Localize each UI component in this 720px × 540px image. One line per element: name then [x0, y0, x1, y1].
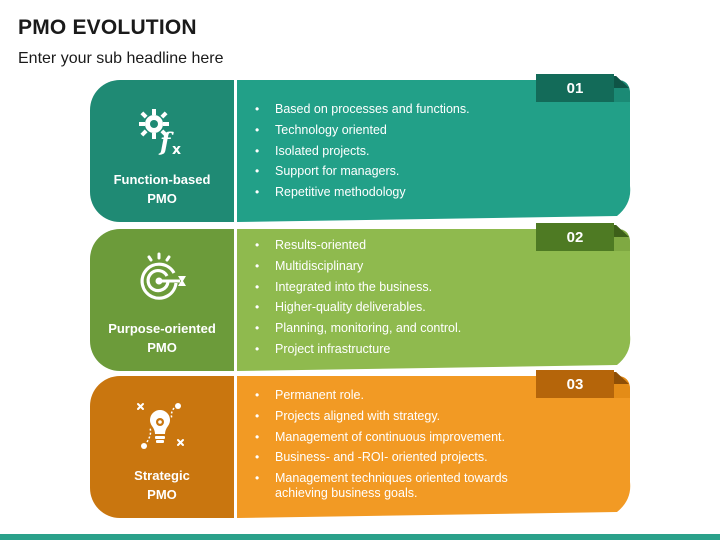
gear-fx-icon: f x — [132, 100, 192, 160]
stage-2-item-list: Results-oriented Multidisciplinary Integ… — [255, 238, 555, 363]
list-item: Integrated into the business. — [255, 280, 555, 295]
stage-1-label-block: f x Function-based PMO — [90, 80, 234, 222]
stage-2-content-panel: 02 Results-oriented Multidisciplinary In… — [237, 223, 632, 371]
pmo-stage-1: f x Function-based PMO 01 Based on proce… — [0, 74, 720, 222]
stage-1-content-panel: 01 Based on processes and functions. Tec… — [237, 74, 632, 222]
stage-1-subtitle: PMO — [147, 191, 177, 206]
list-item: Results-oriented — [255, 238, 555, 253]
list-item: Support for managers. — [255, 164, 555, 179]
list-item: Permanent role. — [255, 388, 555, 403]
list-item: Management techniques oriented towards a… — [255, 471, 555, 501]
target-arrow-icon — [132, 249, 192, 309]
stage-3-content-panel: 03 Permanent role. Projects aligned with… — [237, 370, 632, 518]
list-item: Project infrastructure — [255, 342, 555, 357]
list-item: Planning, monitoring, and control. — [255, 321, 555, 336]
list-item: Higher-quality deliverables. — [255, 300, 555, 315]
svg-text:f: f — [158, 127, 174, 156]
page-title: PMO EVOLUTION — [18, 16, 197, 39]
stage-3-item-list: Permanent role. Projects aligned with st… — [255, 388, 555, 507]
stage-2-title: Purpose-oriented — [108, 321, 216, 336]
list-item: Multidisciplinary — [255, 259, 555, 274]
list-item: Management of continuous improvement. — [255, 430, 555, 445]
list-item: Repetitive methodology — [255, 185, 555, 200]
svg-text:x: x — [172, 142, 181, 158]
stage-1-number-badge: 01 — [536, 74, 614, 102]
stage-3-label-block: Strategic PMO — [90, 376, 234, 518]
list-item: Technology oriented — [255, 123, 555, 138]
stage-1-item-list: Based on processes and functions. Techno… — [255, 102, 555, 206]
list-item: Isolated projects. — [255, 144, 555, 159]
list-item: Based on processes and functions. — [255, 102, 555, 117]
pmo-stage-2: Purpose-oriented PMO 02 Results-oriented… — [0, 223, 720, 371]
list-item: Business- and -ROI- oriented projects. — [255, 450, 555, 465]
stage-2-subtitle: PMO — [147, 340, 177, 355]
stage-3-subtitle: PMO — [147, 487, 177, 502]
stage-2-label-block: Purpose-oriented PMO — [90, 229, 234, 371]
list-item: Projects aligned with strategy. — [255, 409, 555, 424]
bottom-accent-bar — [0, 534, 720, 540]
lightbulb-strategy-icon — [132, 396, 192, 456]
pmo-stage-3: Strategic PMO 03 Permanent role. Project… — [0, 370, 720, 518]
page-subtitle: Enter your sub headline here — [18, 50, 224, 67]
stage-3-title: Strategic — [134, 468, 190, 483]
stage-1-title: Function-based — [113, 172, 211, 187]
stage-3-number-badge: 03 — [536, 370, 614, 398]
